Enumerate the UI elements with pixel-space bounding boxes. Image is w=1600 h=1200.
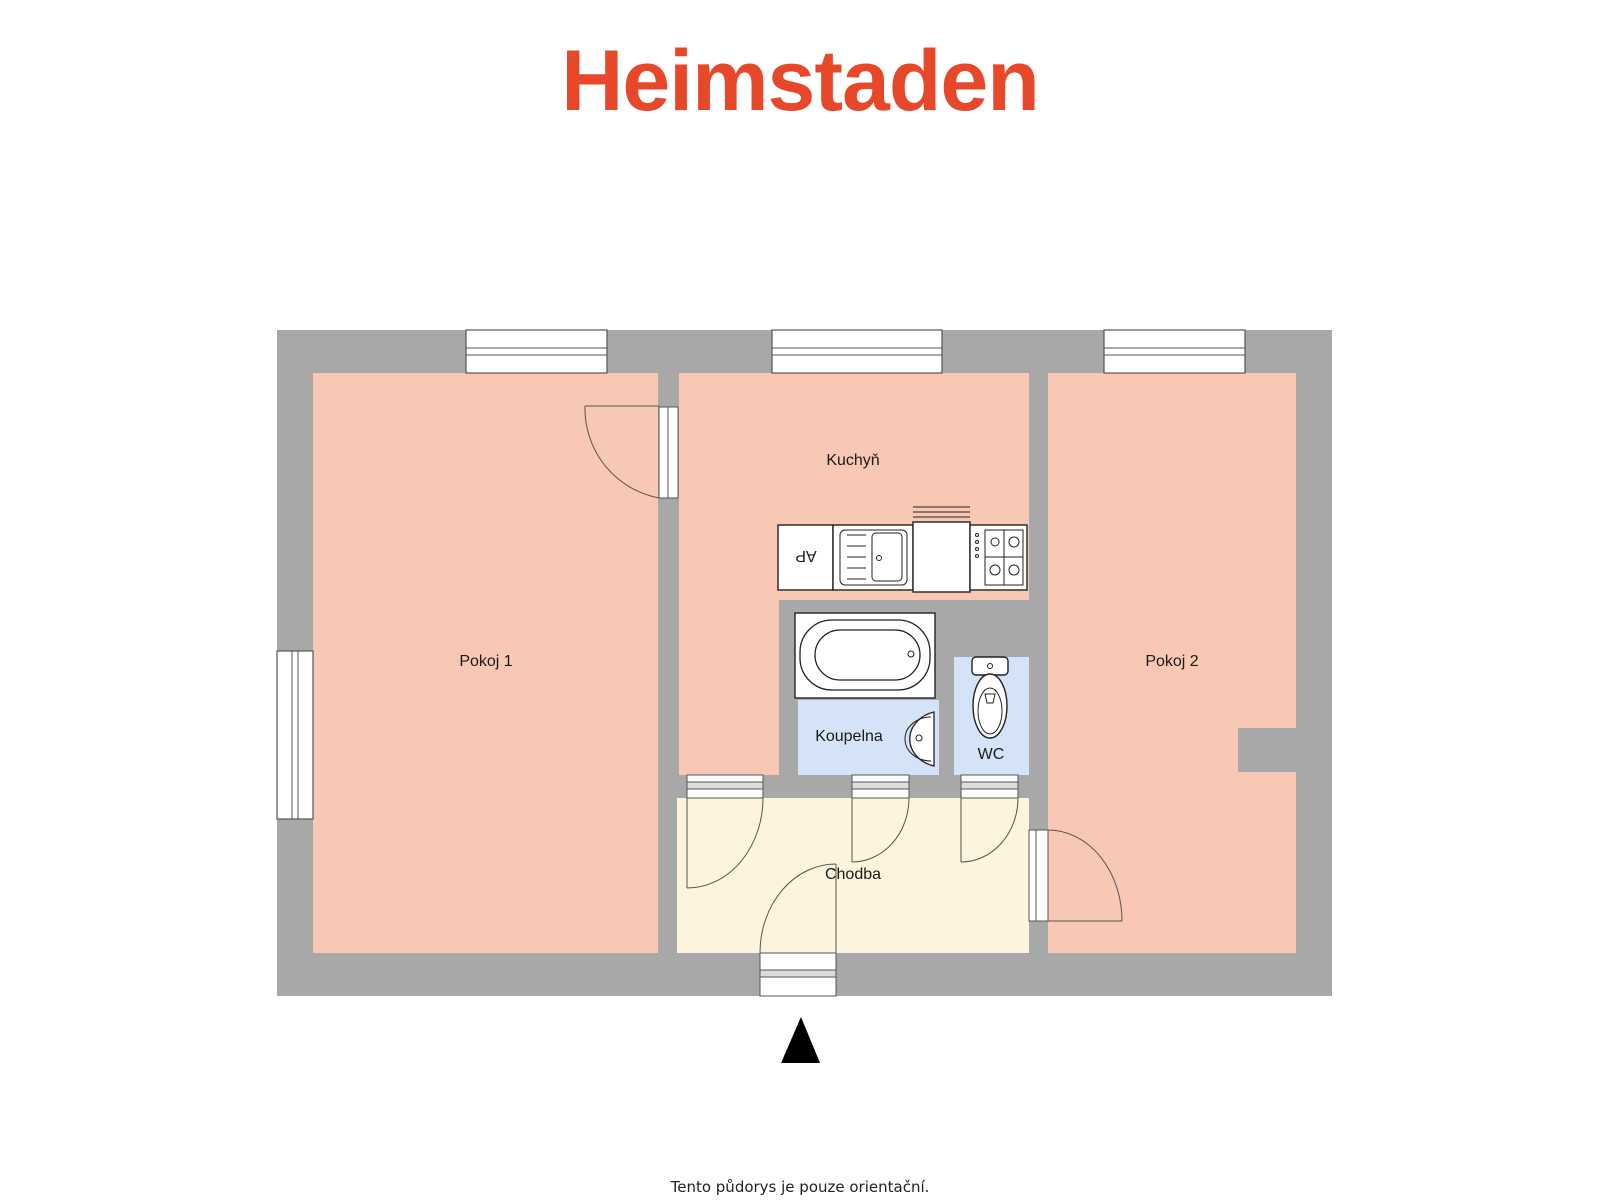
label-kuchyn: Kuchyň — [826, 452, 879, 469]
door-chodba-koupelna — [851, 774, 910, 863]
room-pokoj-1 — [313, 373, 658, 953]
disclaimer-note: Tento půdorys je pouze orientační. — [670, 1178, 930, 1196]
counter-icon — [912, 521, 971, 593]
label-koupelna: Koupelna — [815, 728, 883, 745]
door-chodba-wc — [960, 774, 1019, 863]
room-chodba — [677, 798, 1029, 953]
label-pokoj-1: Pokoj 1 — [459, 653, 512, 670]
window-top-pokoj1 — [465, 329, 608, 374]
label-wc: WC — [978, 746, 1005, 763]
entrance-arrow-icon — [781, 1017, 820, 1063]
door-chodba-kuchyn — [686, 774, 764, 889]
door-pokoj1-kuchyn — [584, 405, 679, 499]
window-left-pokoj1 — [276, 650, 314, 820]
washbasin-icon — [904, 711, 935, 767]
svg-text:AP: AP — [795, 547, 816, 564]
brand-logo: Heimstaden — [561, 33, 1040, 129]
window-top-kuchyn — [771, 329, 943, 374]
bathtub-icon — [794, 612, 936, 699]
room-pokoj-2 — [1048, 373, 1296, 953]
label-chodba: Chodba — [825, 866, 881, 883]
fridge-icon — [777, 524, 834, 591]
entrance-door — [759, 863, 837, 997]
window-top-pokoj2 — [1103, 329, 1246, 374]
label-pokoj-2: Pokoj 2 — [1145, 653, 1198, 670]
kitchen-counter: AP — [777, 506, 1028, 593]
toilet-icon — [971, 656, 1009, 739]
door-chodba-pokoj2 — [1028, 829, 1123, 922]
